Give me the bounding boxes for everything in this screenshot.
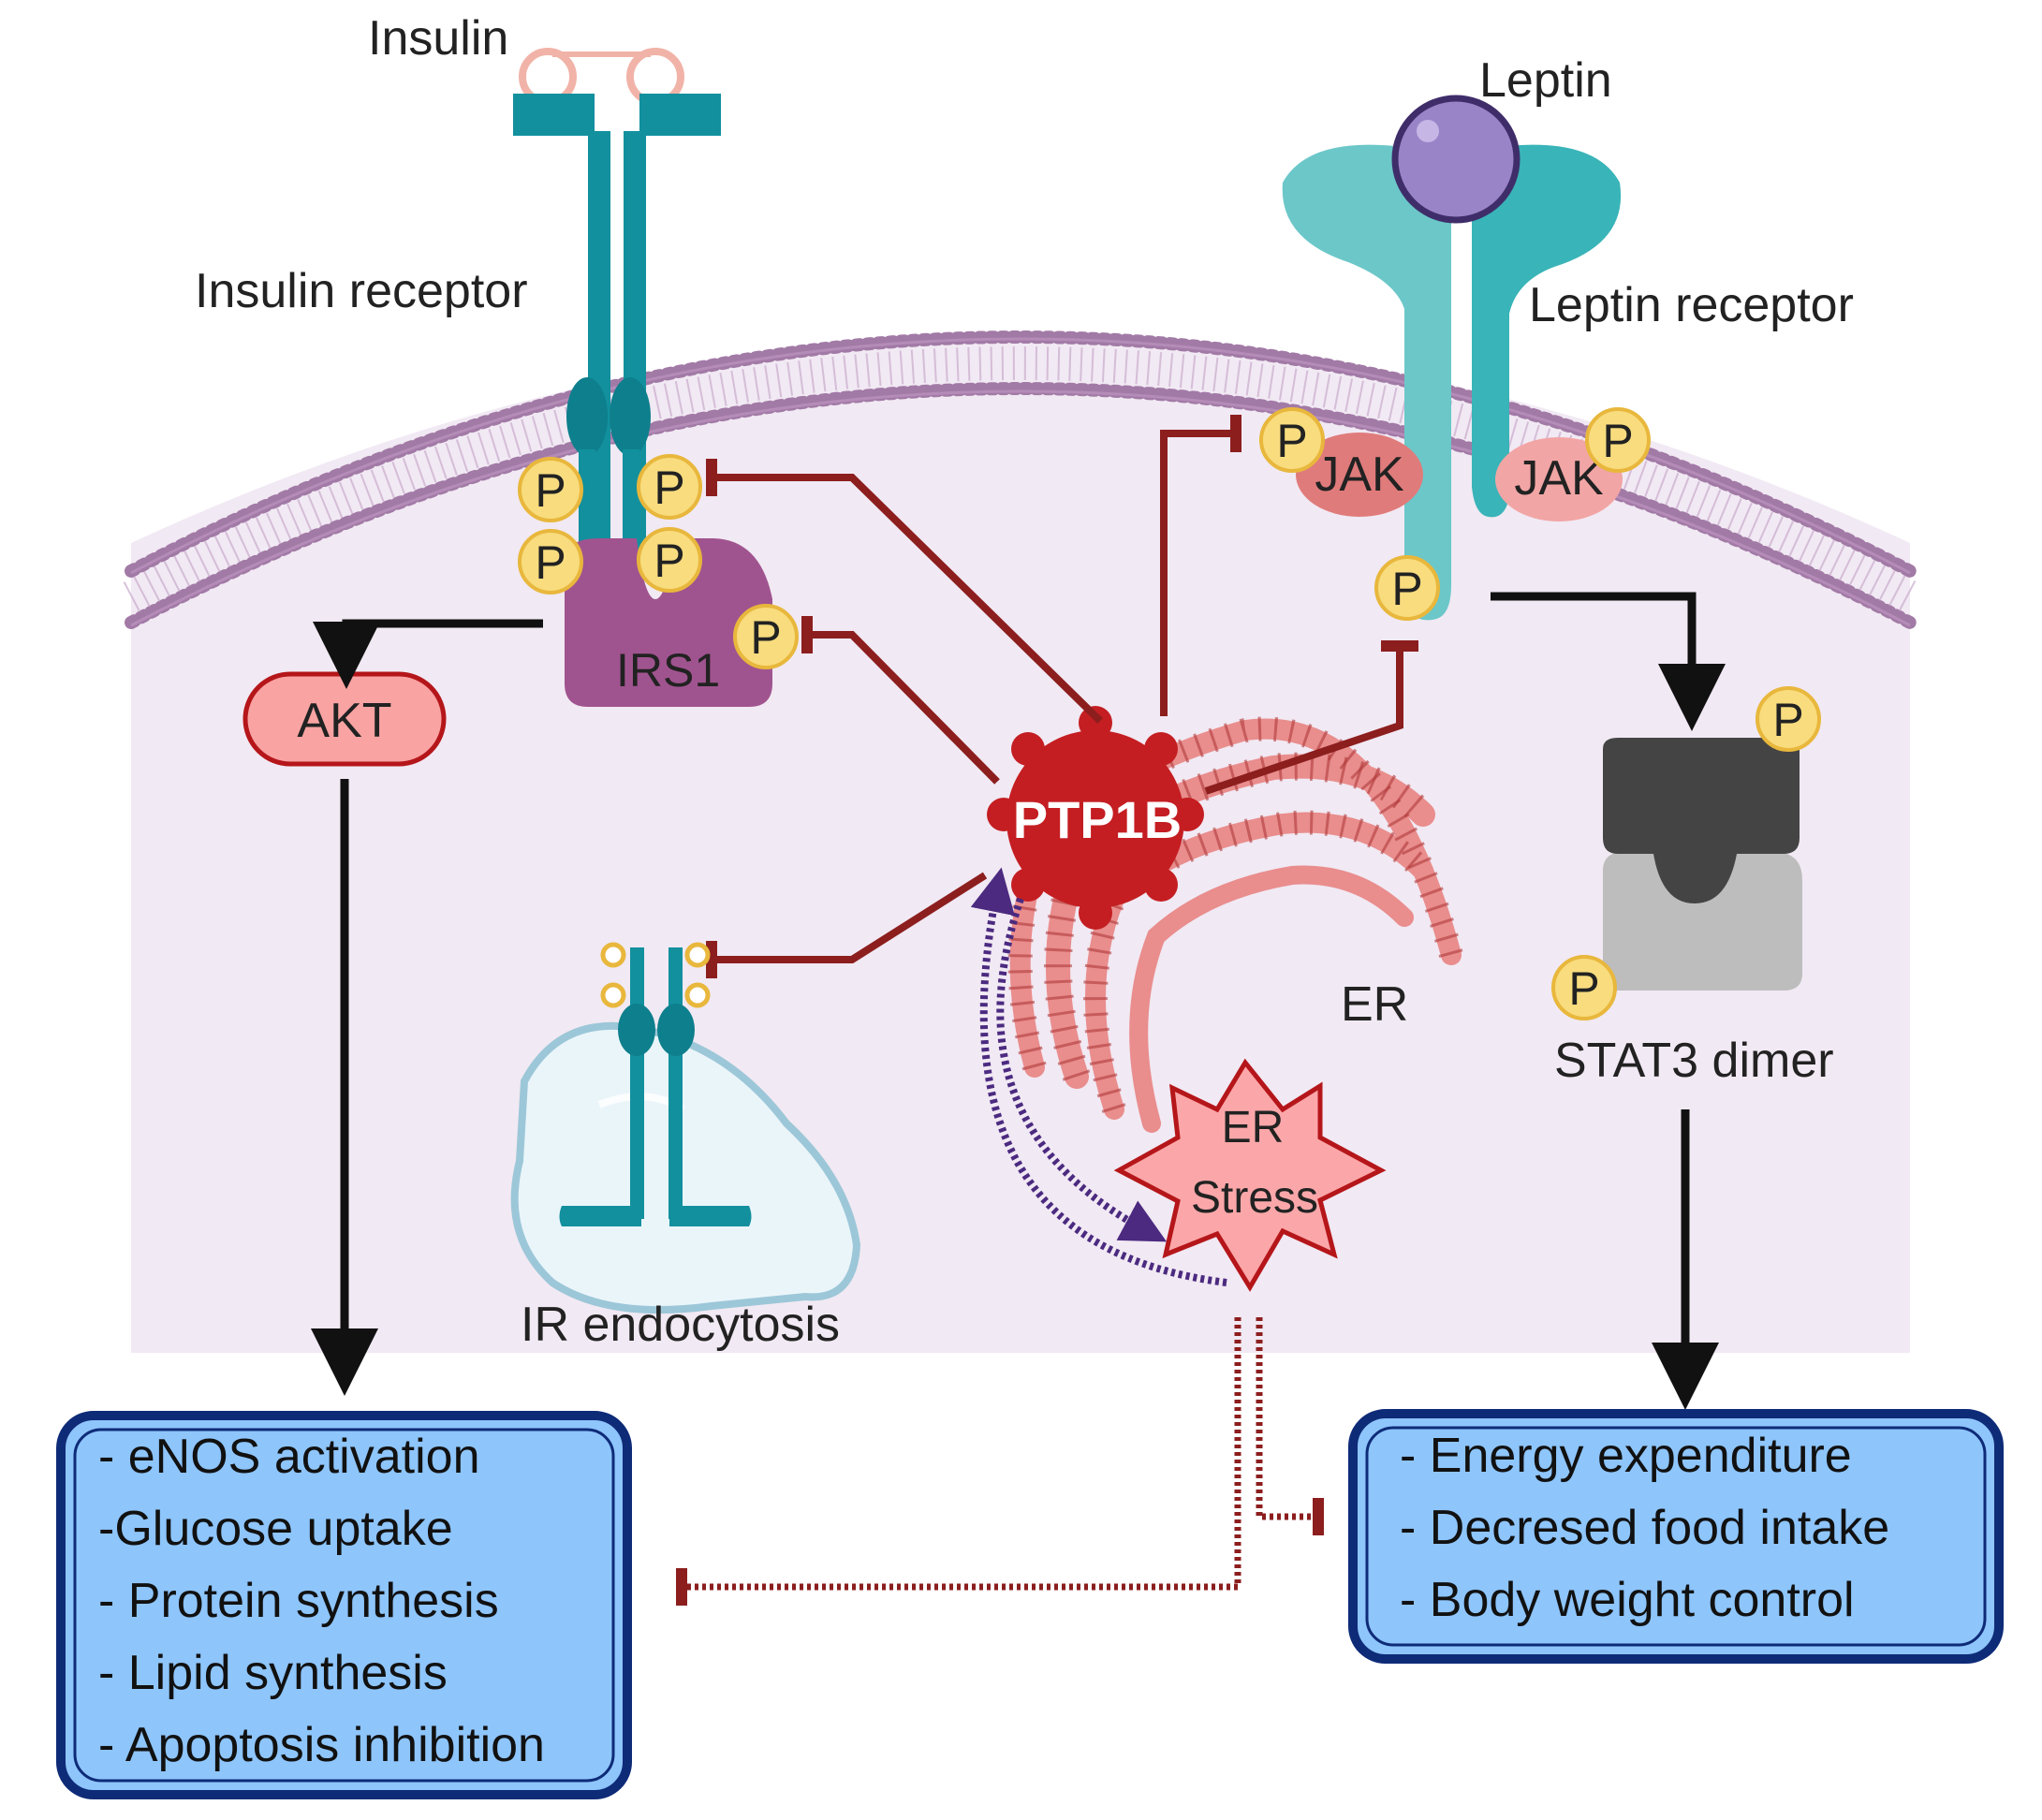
insulin-outcomes-box	[56, 1411, 632, 1799]
insulin-outcome-item: - eNOS activation	[98, 1430, 480, 1484]
arrow-irs1-to-akt	[313, 619, 543, 689]
inhibit-jak	[1160, 430, 1236, 716]
phospho-label: P	[1568, 962, 1599, 1015]
leptin-receptor-label: Leptin receptor	[1529, 278, 1854, 332]
er-label: ER	[1341, 977, 1408, 1032]
dotted-arrow-er-stress-to-ptp1b	[970, 867, 1227, 1286]
phospho-jak-left	[1259, 407, 1325, 473]
phospho-label: P	[535, 536, 566, 589]
insulin-outcome-item: -Glucose uptake	[98, 1502, 453, 1556]
inhibit-irs1	[807, 631, 1000, 785]
phospho-label: P	[654, 535, 684, 587]
phospho-label: P	[1276, 415, 1307, 467]
insulin-receptor	[513, 48, 721, 562]
phospho-label: P	[1772, 694, 1803, 746]
akt-label: AKT	[297, 694, 391, 748]
insulin-label: Insulin	[368, 11, 508, 66]
phospho-label: P	[750, 611, 781, 664]
arrow-leptin-receptor-to-stat3	[1491, 592, 1726, 731]
phospho-label: P	[654, 462, 684, 514]
insulin-outcome-item: - Protein synthesis	[98, 1574, 499, 1628]
cell-membrane-inner	[125, 382, 1917, 629]
insulin-outcome-item: - Lipid synthesis	[98, 1646, 448, 1700]
er-stress-label-line2: Stress	[1191, 1173, 1318, 1223]
leptin-outcomes-box	[1348, 1409, 2004, 1664]
leptin-outcome-item: - Energy expenditure	[1400, 1429, 1852, 1483]
leptin-ligand	[1391, 95, 1520, 224]
irs1	[565, 538, 772, 707]
phospho-stat3-bottom	[1551, 955, 1617, 1020]
phospho-label: P	[1602, 415, 1633, 467]
phospho-group-insulin	[518, 454, 799, 669]
phospho-leptin-receptor	[1374, 555, 1440, 621]
phospho-label: P	[1391, 563, 1422, 615]
jak-left	[1296, 433, 1423, 517]
ptp1b-enzyme	[987, 706, 1204, 930]
er-stress-inhibition-lines	[682, 1317, 1315, 1591]
phospho-jak-right	[1585, 407, 1651, 473]
irs1-label: IRS1	[616, 644, 720, 697]
leptin-receptor	[1282, 144, 1622, 621]
jak-label: JAK	[1315, 448, 1404, 502]
leptin-outcome-item: - Body weight control	[1400, 1573, 1855, 1627]
internalized-insulin-receptor	[559, 942, 752, 1226]
insulin-outcome-item: - Apoptosis inhibition	[98, 1718, 545, 1772]
dotted-arrow-ptp1b-to-er-stress	[996, 897, 1168, 1242]
inhibit-leptin-receptor	[1204, 646, 1403, 795]
er-stress-star	[1113, 1058, 1387, 1292]
leptin-outcome-item: - Decresed food intake	[1400, 1501, 1889, 1555]
inhibit-ir-endocytosis	[712, 872, 988, 963]
er-stress-label-line1: ER	[1222, 1103, 1285, 1152]
stat3-dimer	[1603, 738, 1802, 991]
leptin-label: Leptin	[1479, 53, 1612, 108]
ir-endocytosis-label: IR endocytosis	[521, 1298, 840, 1352]
ptp1b-inhibition-lines	[706, 415, 1418, 978]
insulin-receptor-label: Insulin receptor	[195, 264, 528, 318]
cell-membrane-heads-inner	[130, 389, 1911, 627]
phospho-label: P	[535, 464, 566, 517]
inhibit-insulin-receptor	[712, 474, 1103, 724]
ptp1b-label: PTP1B	[1013, 790, 1183, 849]
leptin-highlight	[1417, 120, 1439, 142]
phospho-stat3-top	[1756, 686, 1821, 752]
jak-label: JAK	[1514, 451, 1604, 506]
stat3-dimer-label: STAT3 dimer	[1554, 1034, 1834, 1088]
